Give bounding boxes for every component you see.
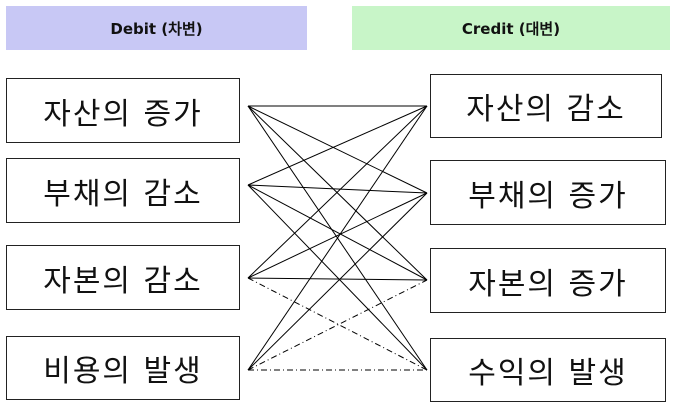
credit-equity-increase-box: 자본의 증가 (430, 248, 666, 313)
debit-asset-increase-box: 자산의 증가 (6, 78, 240, 143)
link-liability-decrease-to-revenue-occurrence (247, 184, 428, 371)
debit-item-label: 자산의 증가 (43, 96, 203, 132)
debit-header-label: Debit (차변) (110, 19, 203, 38)
link-expense-occurrence-to-liability-increase (247, 192, 428, 371)
link-equity-decrease-to-revenue-occurrence (247, 277, 428, 371)
link-asset-increase-to-equity-increase (247, 105, 428, 281)
link-liability-decrease-to-asset-decrease (247, 105, 428, 186)
credit-item-label: 자산의 감소 (466, 92, 626, 127)
link-asset-increase-to-liability-increase (247, 105, 428, 194)
link-equity-decrease-to-asset-decrease (247, 105, 428, 279)
credit-revenue-occurrence-box: 수익의 발생 (430, 338, 666, 402)
link-equity-decrease-to-liability-increase (247, 192, 428, 279)
link-liability-decrease-to-equity-increase (247, 184, 428, 281)
credit-liability-increase-box: 부채의 증가 (430, 160, 666, 225)
debit-item-label: 비용의 발생 (43, 354, 203, 389)
debit-header: Debit (차변) (6, 6, 307, 50)
debit-expense-occurrence-box: 비용의 발생 (6, 336, 240, 400)
debit-liability-decrease-box: 부채의 감소 (6, 158, 240, 223)
debit-item-label: 부채의 감소 (43, 176, 203, 212)
link-liability-decrease-to-liability-increase (247, 184, 428, 194)
credit-item-label: 부채의 증가 (468, 178, 628, 214)
credit-item-label: 수익의 발생 (468, 356, 628, 391)
credit-header: Credit (대변) (352, 6, 670, 50)
link-expense-occurrence-to-asset-decrease (247, 105, 428, 371)
debit-equity-decrease-box: 자본의 감소 (6, 245, 240, 310)
credit-asset-decrease-box: 자산의 감소 (430, 74, 662, 138)
link-equity-decrease-to-equity-increase (247, 277, 428, 281)
credit-header-label: Credit (대변) (461, 19, 561, 38)
credit-item-label: 자본의 증가 (468, 266, 628, 302)
debit-item-label: 자본의 감소 (43, 263, 203, 299)
link-expense-occurrence-to-equity-increase (247, 279, 428, 371)
